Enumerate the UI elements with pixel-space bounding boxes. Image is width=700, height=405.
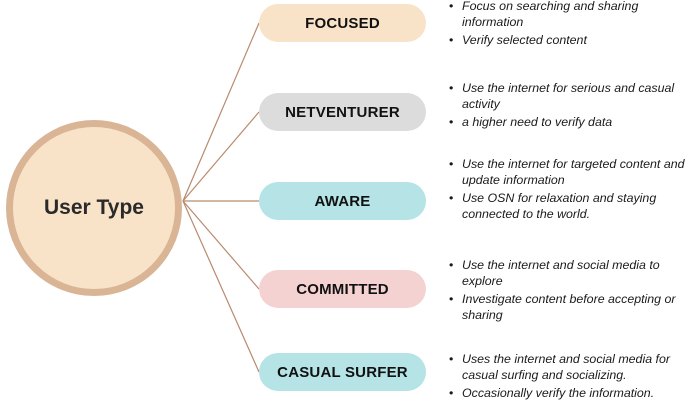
description-list-netventurer: Use the internet for serious and casual …: [448, 81, 698, 134]
user-type-circle: User Type: [6, 120, 182, 296]
description-bullet: Focus on searching and sharing informati…: [448, 0, 698, 30]
connector-line-focused: [182, 22, 260, 202]
type-pill-casual-surfer: CASUAL SURFER: [259, 353, 426, 391]
description-list-aware: Use the internet for targeted content an…: [448, 157, 698, 225]
type-pill-netventurer: NETVENTURER: [259, 93, 426, 131]
type-label-aware: AWARE: [314, 192, 371, 210]
description-list-focused: Focus on searching and sharing informati…: [448, 0, 698, 52]
description-bullet: Verify selected content: [448, 33, 698, 49]
type-label-netventurer: NETVENTURER: [285, 103, 400, 121]
connector-line-netventurer: [182, 111, 260, 202]
description-bullet: a higher need to verify data: [448, 115, 698, 131]
description-bullet: Occasionally verify the information.: [448, 386, 698, 402]
description-list-committed: Use the internet and social media to exp…: [448, 258, 698, 326]
user-type-label: User Type: [44, 196, 144, 219]
type-pill-aware: AWARE: [259, 182, 426, 220]
description-bullet: Use the internet for serious and casual …: [448, 81, 698, 112]
type-pill-focused: FOCUSED: [259, 4, 426, 42]
type-label-focused: FOCUSED: [305, 14, 380, 32]
description-bullet: Use the internet for targeted content an…: [448, 157, 698, 188]
type-label-casual-surfer: CASUAL SURFER: [277, 363, 408, 381]
description-bullet: Use the internet and social media to exp…: [448, 258, 698, 289]
connector-line-committed: [182, 200, 260, 290]
description-bullet: Uses the internet and social media for c…: [448, 352, 698, 383]
description-bullet: Use OSN for relaxation and staying conne…: [448, 191, 698, 222]
type-pill-committed: COMMITTED: [259, 270, 426, 308]
connector-line-casual-surfer: [182, 200, 260, 373]
type-label-committed: COMMITTED: [296, 280, 389, 298]
description-bullet: Investigate content before accepting or …: [448, 292, 698, 323]
description-list-casual-surfer: Uses the internet and social media for c…: [448, 352, 698, 405]
